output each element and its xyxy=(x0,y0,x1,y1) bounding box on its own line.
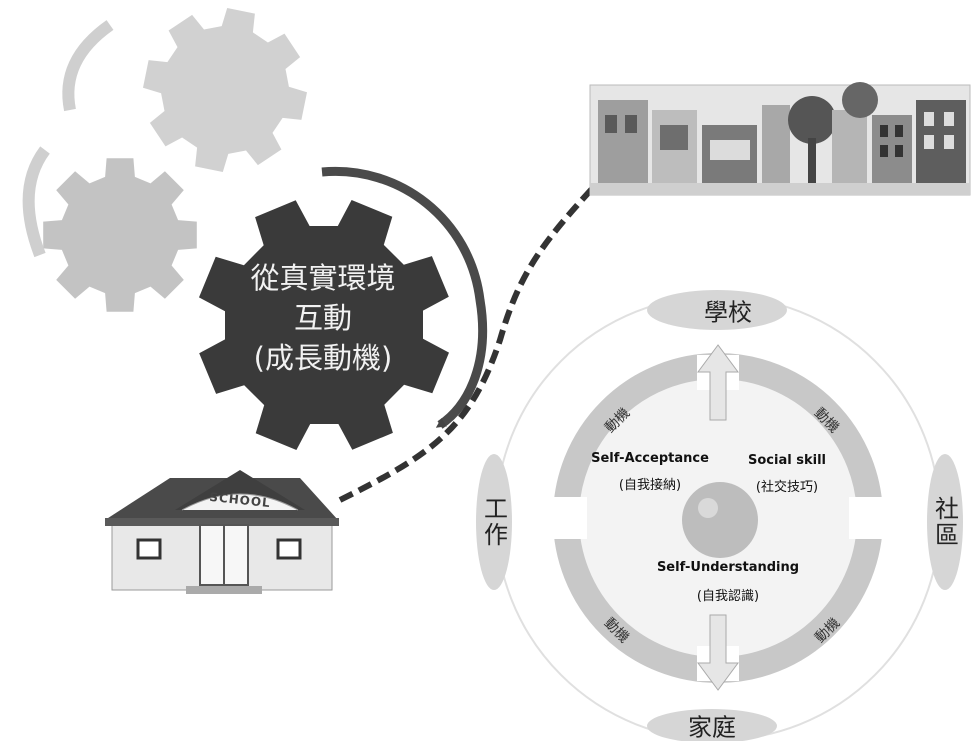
node-work-label: 工作 xyxy=(479,496,508,548)
center-gear-line2: 互動 xyxy=(293,301,353,335)
gearMain-shape xyxy=(199,200,449,450)
node-family-label: 家庭 xyxy=(688,713,736,742)
dashed-connector-line xyxy=(338,177,603,503)
social-skill-item: Social skill (社交技巧) xyxy=(748,453,826,495)
node-school-label: 學校 xyxy=(704,298,752,327)
self-acceptance-en: Self-Acceptance xyxy=(591,451,709,466)
self-understanding-en: Self-Understanding xyxy=(656,560,800,575)
town-illustration xyxy=(589,82,971,196)
social-skill-en: Social skill xyxy=(748,453,826,468)
school-building xyxy=(105,470,339,594)
node-family-shape xyxy=(647,709,777,741)
faded-curved-arrow-icon xyxy=(22,146,50,258)
center-orb xyxy=(682,482,758,558)
gearUpper-shape xyxy=(143,8,307,172)
curved-arrow-icon xyxy=(321,166,488,429)
arrow-up-icon xyxy=(697,344,739,421)
faded-curved-arrow-icon xyxy=(62,20,114,112)
self-acceptance-item: Self-Acceptance (自我接納) xyxy=(591,451,709,493)
node-community-label: 社區 xyxy=(930,496,959,548)
self-acceptance-zh: (自我接納) xyxy=(618,478,682,493)
social-skill-zh: (社交技巧) xyxy=(755,480,819,495)
node-work-shape xyxy=(476,454,512,590)
node-school-shape xyxy=(647,290,787,330)
background-gear-upper xyxy=(143,8,307,172)
main-gear xyxy=(199,200,449,450)
center-gear-text: 從真實環境 互動 (成長動機) xyxy=(250,258,395,378)
center-gear-line1: 從真實環境 xyxy=(250,261,396,295)
arrow-down-icon xyxy=(697,614,739,691)
center-gear-line3: (成長動機) xyxy=(253,341,393,375)
cycle-diagram xyxy=(476,290,963,741)
self-understanding-zh: (自我認識) xyxy=(696,589,760,604)
node-community-shape xyxy=(927,454,963,590)
background-gear-lower xyxy=(43,158,197,312)
gearLower-shape xyxy=(43,158,197,312)
self-understanding-item: Self-Understanding (自我認識) xyxy=(657,560,799,604)
